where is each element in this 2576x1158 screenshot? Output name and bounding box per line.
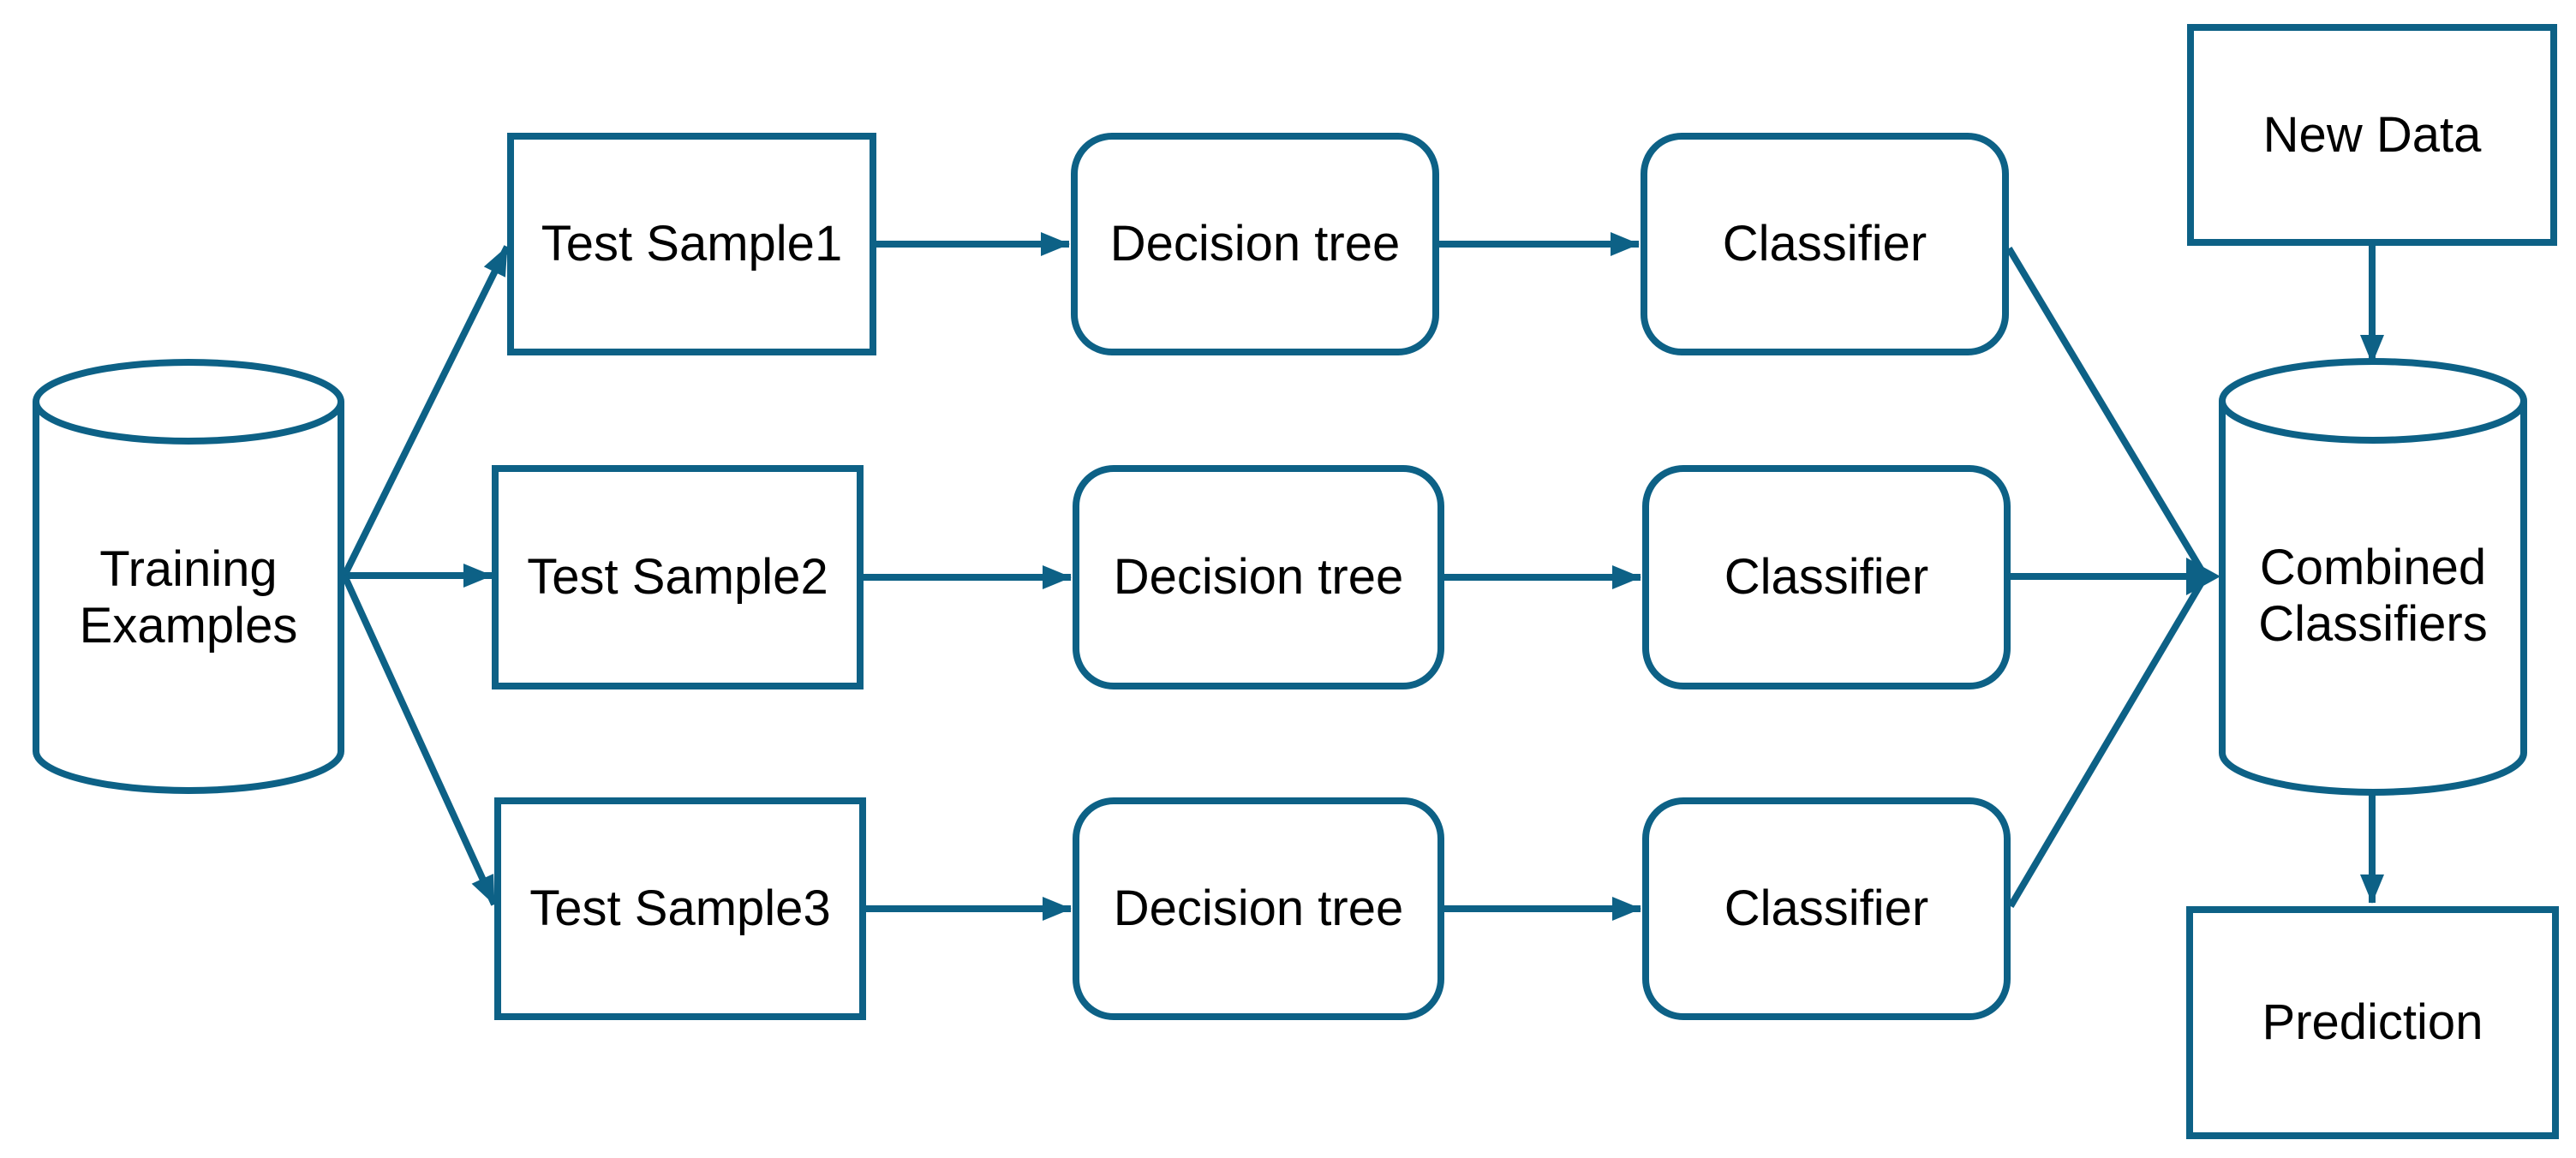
new-data-shape [2187, 24, 2557, 246]
combined-classifiers-cylinder-shape [2219, 401, 2527, 796]
edge-classifier1-to-combined-line [2005, 246, 2205, 573]
decision-tree-2-shape [1073, 465, 1444, 689]
classifier-2-shape [1642, 465, 2011, 689]
classifier-3-shape [1642, 797, 2011, 1020]
combined-classifiers-cylinder-top [2219, 358, 2527, 444]
edge-classifier3-to-combined-line [2007, 580, 2205, 909]
combined-convergence-arrowhead [2186, 558, 2220, 595]
classifier-1-shape [1641, 133, 2009, 355]
training-examples-cylinder-shape [33, 402, 344, 794]
edge-training-to-test1-arrow [341, 245, 511, 577]
test-sample-1-shape [507, 133, 876, 355]
training-examples-cylinder-top [33, 359, 344, 445]
test-sample-3-shape [494, 797, 866, 1020]
decision-tree-3-shape [1073, 797, 1444, 1020]
prediction-shape [2186, 906, 2559, 1139]
decision-tree-1-shape [1071, 133, 1439, 355]
edge-training-to-test3-arrow [341, 574, 498, 906]
test-sample-2-shape [492, 465, 864, 689]
